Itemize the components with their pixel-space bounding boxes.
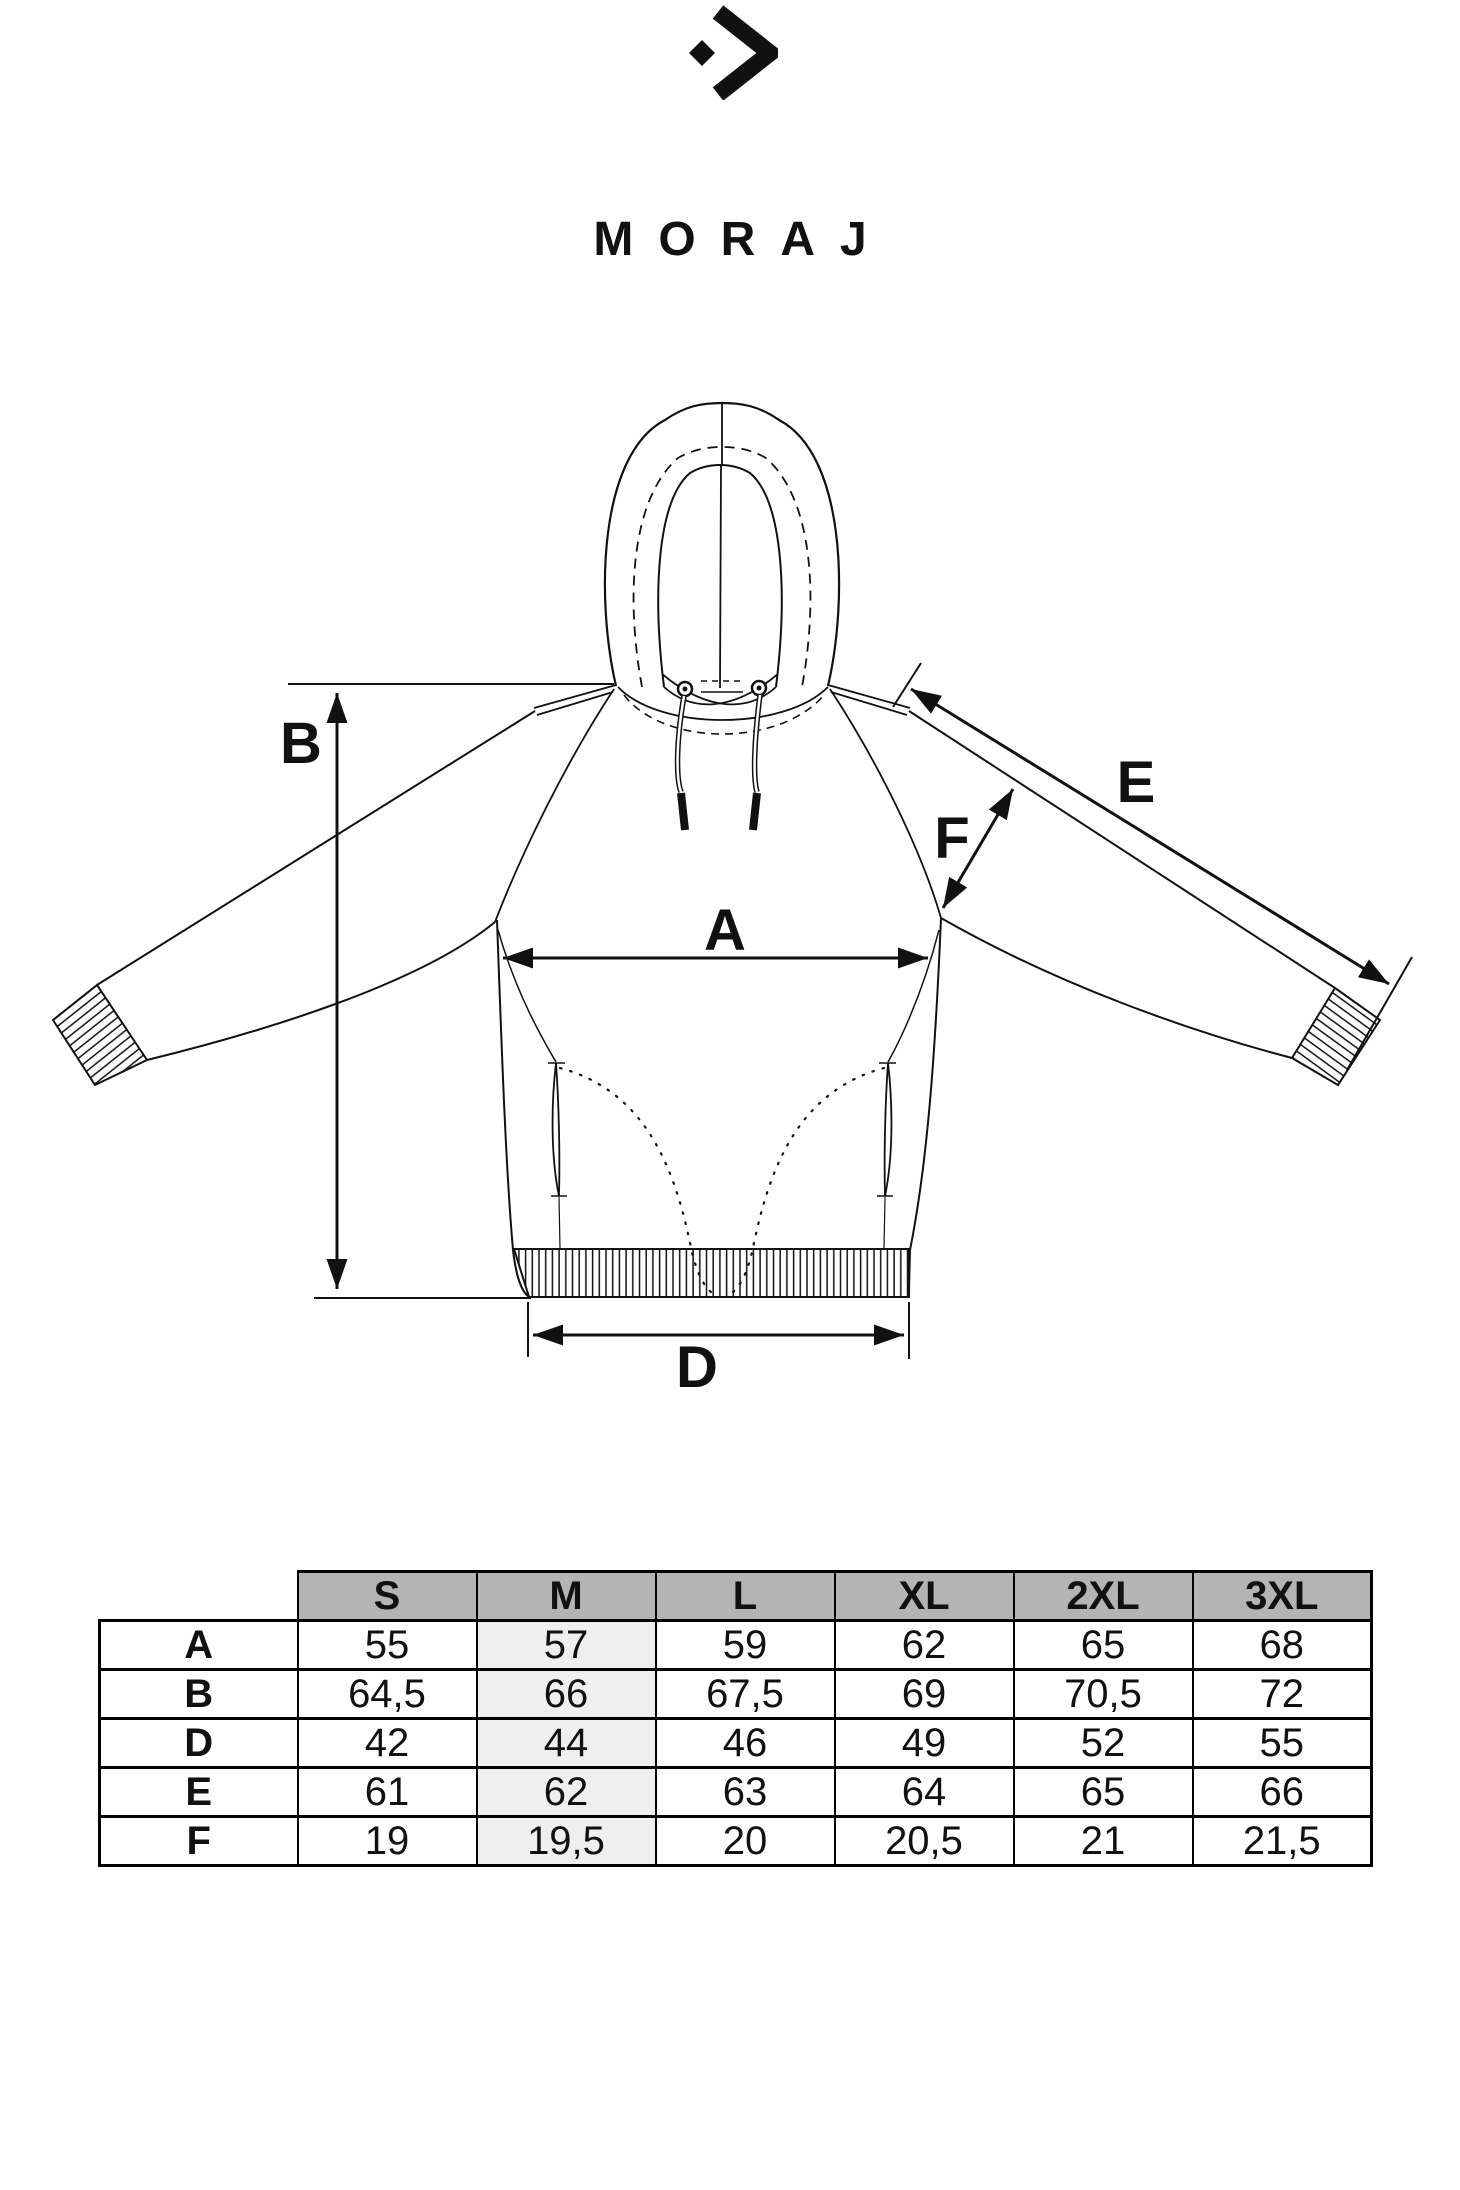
size-cell: 59: [654, 1619, 836, 1671]
size-cell: 20: [654, 1815, 836, 1867]
hood: [603, 401, 841, 735]
chevron-right-shape: [712, 5, 784, 101]
column-header-l: L: [654, 1570, 836, 1622]
size-cell: 61: [296, 1766, 478, 1818]
hoodie-sketch: [51, 401, 1382, 1298]
header-row: S M L XL 2XL 3XL: [99, 1570, 1373, 1622]
column-header-2xl: 2XL: [1012, 1570, 1194, 1622]
size-cell: 64: [833, 1766, 1015, 1818]
size-cell: 66: [475, 1668, 657, 1720]
dimension-label-b: B: [280, 711, 322, 776]
size-cell: 52: [1012, 1717, 1194, 1769]
hem-rib: [512, 1248, 910, 1298]
table-row-f: F 19 19,5 20 20,5 21 21,5: [98, 1815, 1373, 1867]
column-header-m: M: [475, 1570, 657, 1622]
size-cell: 62: [833, 1619, 1015, 1671]
column-header-s: S: [296, 1570, 478, 1622]
right-sleeve: [827, 684, 1382, 1087]
size-cell: 42: [296, 1717, 478, 1769]
left-sleeve: [51, 684, 617, 1087]
diamond-chevron-icon: [689, 5, 784, 101]
dimension-d-arrow: [527, 1302, 910, 1359]
row-label: B: [98, 1668, 299, 1720]
size-cell: 63: [654, 1766, 836, 1818]
size-cell: 21,5: [1191, 1815, 1373, 1867]
size-cell: 55: [296, 1619, 478, 1671]
size-cell: 21: [1012, 1815, 1194, 1867]
dimension-label-f: F: [934, 806, 969, 871]
right-aglet: [749, 792, 761, 831]
left-cuff-rib: [51, 983, 149, 1087]
column-header-xl: XL: [833, 1570, 1015, 1622]
size-cell: 64,5: [296, 1668, 478, 1720]
dimension-label-a: A: [704, 898, 746, 963]
row-label: E: [98, 1766, 299, 1818]
size-cell: 67,5: [654, 1668, 836, 1720]
left-aglet: [677, 792, 689, 831]
size-cell: 72: [1191, 1668, 1373, 1720]
size-cell: 19,5: [475, 1815, 657, 1867]
size-cell: 44: [475, 1717, 657, 1769]
dimension-label-e: E: [1117, 750, 1156, 815]
table-row-b: B 64,5 66 67,5 69 70,5 72: [98, 1668, 1373, 1720]
body-panel: [494, 688, 942, 1298]
size-cell: 19: [296, 1815, 478, 1867]
size-cell: 68: [1191, 1619, 1373, 1671]
right-cuff-rib: [1290, 986, 1382, 1087]
column-header-3xl: 3XL: [1191, 1570, 1373, 1622]
size-cell: 57: [475, 1619, 657, 1671]
dimension-annotations: [288, 662, 1413, 1359]
size-cell: 49: [833, 1717, 1015, 1769]
size-cell: 62: [475, 1766, 657, 1818]
size-cell: 65: [1012, 1619, 1194, 1671]
row-label: F: [98, 1815, 299, 1867]
brand-name: MORAJ: [593, 213, 892, 266]
brand-logo: [0, 0, 1460, 105]
table-row-e: E 61 62 63 64 65 66: [98, 1766, 1373, 1818]
dimension-label-d: D: [676, 1335, 718, 1400]
kangaroo-pocket: [548, 1062, 896, 1294]
size-cell: 65: [1012, 1766, 1194, 1818]
size-cell: 66: [1191, 1766, 1373, 1818]
dimension-f-arrow: [941, 788, 1015, 909]
size-cell: 46: [654, 1717, 836, 1769]
row-label: D: [98, 1717, 299, 1769]
drawstrings: [674, 679, 768, 831]
diamond-shape: [689, 40, 715, 66]
dimension-e-arrow: [892, 662, 1413, 1071]
size-cell: 69: [833, 1668, 1015, 1720]
size-table: S M L XL 2XL 3XL A 55 57 59 62 65 68 B 6…: [98, 1570, 1373, 1867]
size-cell: 55: [1191, 1717, 1373, 1769]
size-cell: 20,5: [833, 1815, 1015, 1867]
row-label: A: [98, 1619, 299, 1671]
table-row-d: D 42 44 46 49 52 55: [98, 1717, 1373, 1769]
dimension-b-arrow: [288, 683, 614, 1299]
table-corner-spacer: [99, 1571, 298, 1621]
size-cell: 70,5: [1012, 1668, 1194, 1720]
table-row-a: A 55 57 59 62 65 68: [98, 1619, 1373, 1671]
